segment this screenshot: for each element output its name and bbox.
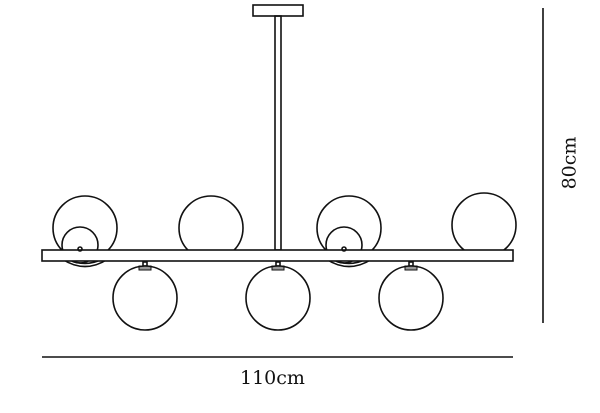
width-label: 110cm xyxy=(240,367,305,389)
pendant-1 xyxy=(112,261,178,331)
pendant-3 xyxy=(378,261,444,331)
socket-dot-1 xyxy=(77,246,83,252)
globe-top-4 xyxy=(451,192,517,258)
pendant-2 xyxy=(245,261,311,331)
height-label: 80cm xyxy=(558,136,581,190)
socket-dot-3 xyxy=(341,246,347,252)
ceiling-canopy xyxy=(252,4,304,17)
suspension-rod xyxy=(274,15,282,251)
horizontal-bar xyxy=(41,249,514,262)
